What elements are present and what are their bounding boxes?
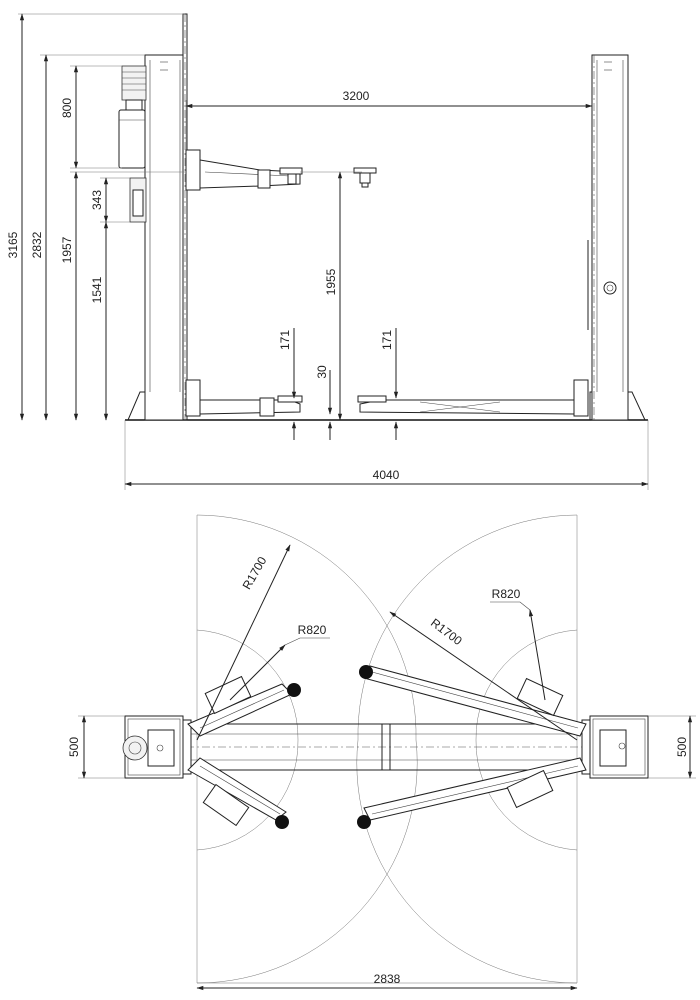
left-arm-upper — [187, 675, 301, 737]
right-arm-upper — [359, 665, 587, 737]
left-column-base — [122, 715, 192, 779]
right-arm-lower — [357, 757, 587, 829]
dim-mid-height: 1541 — [90, 276, 104, 303]
top-view: R1700 R820 R1700 R820 500 500 2838 — [67, 514, 696, 991]
lowered-arm-right — [357, 379, 589, 417]
side-view: 3165 2832 1957 800 343 1541 3200 1955 17… — [6, 13, 649, 490]
dim-between-columns: 3200 — [343, 89, 370, 103]
dim-lift-travel: 1955 — [324, 268, 338, 295]
label-arm-radius-right: R1700 — [428, 616, 465, 649]
dim-motor-height: 800 — [60, 98, 74, 118]
dim-column-depth-left: 500 — [67, 737, 81, 757]
dim-base-height: 30 — [315, 365, 329, 379]
dim-column-height: 2832 — [30, 231, 44, 258]
dim-inner-width: 2838 — [374, 972, 401, 986]
right-column — [587, 54, 629, 421]
label-arm-radius-left: R1700 — [240, 554, 270, 592]
dim-max-lift-height: 1957 — [60, 236, 74, 263]
label-pad-radius-left: R820 — [298, 623, 327, 637]
dim-overall-width: 4040 — [373, 468, 400, 482]
center-beam — [186, 723, 590, 771]
dim-column-depth-right: 500 — [675, 737, 689, 757]
motor-unit — [118, 65, 147, 223]
dim-pad-offset: 343 — [90, 190, 104, 210]
raised-pad — [353, 167, 377, 188]
dim-pad-height-right: 171 — [380, 330, 394, 350]
right-column-base — [581, 715, 649, 779]
lowered-arm-left — [185, 379, 303, 417]
dim-total-height: 3165 — [6, 231, 20, 258]
label-pad-radius-right: R820 — [492, 587, 521, 601]
left-arm-lower — [187, 757, 289, 829]
dim-pad-height-left: 171 — [278, 330, 292, 350]
left-column — [144, 13, 188, 421]
raised-arm — [185, 149, 303, 191]
